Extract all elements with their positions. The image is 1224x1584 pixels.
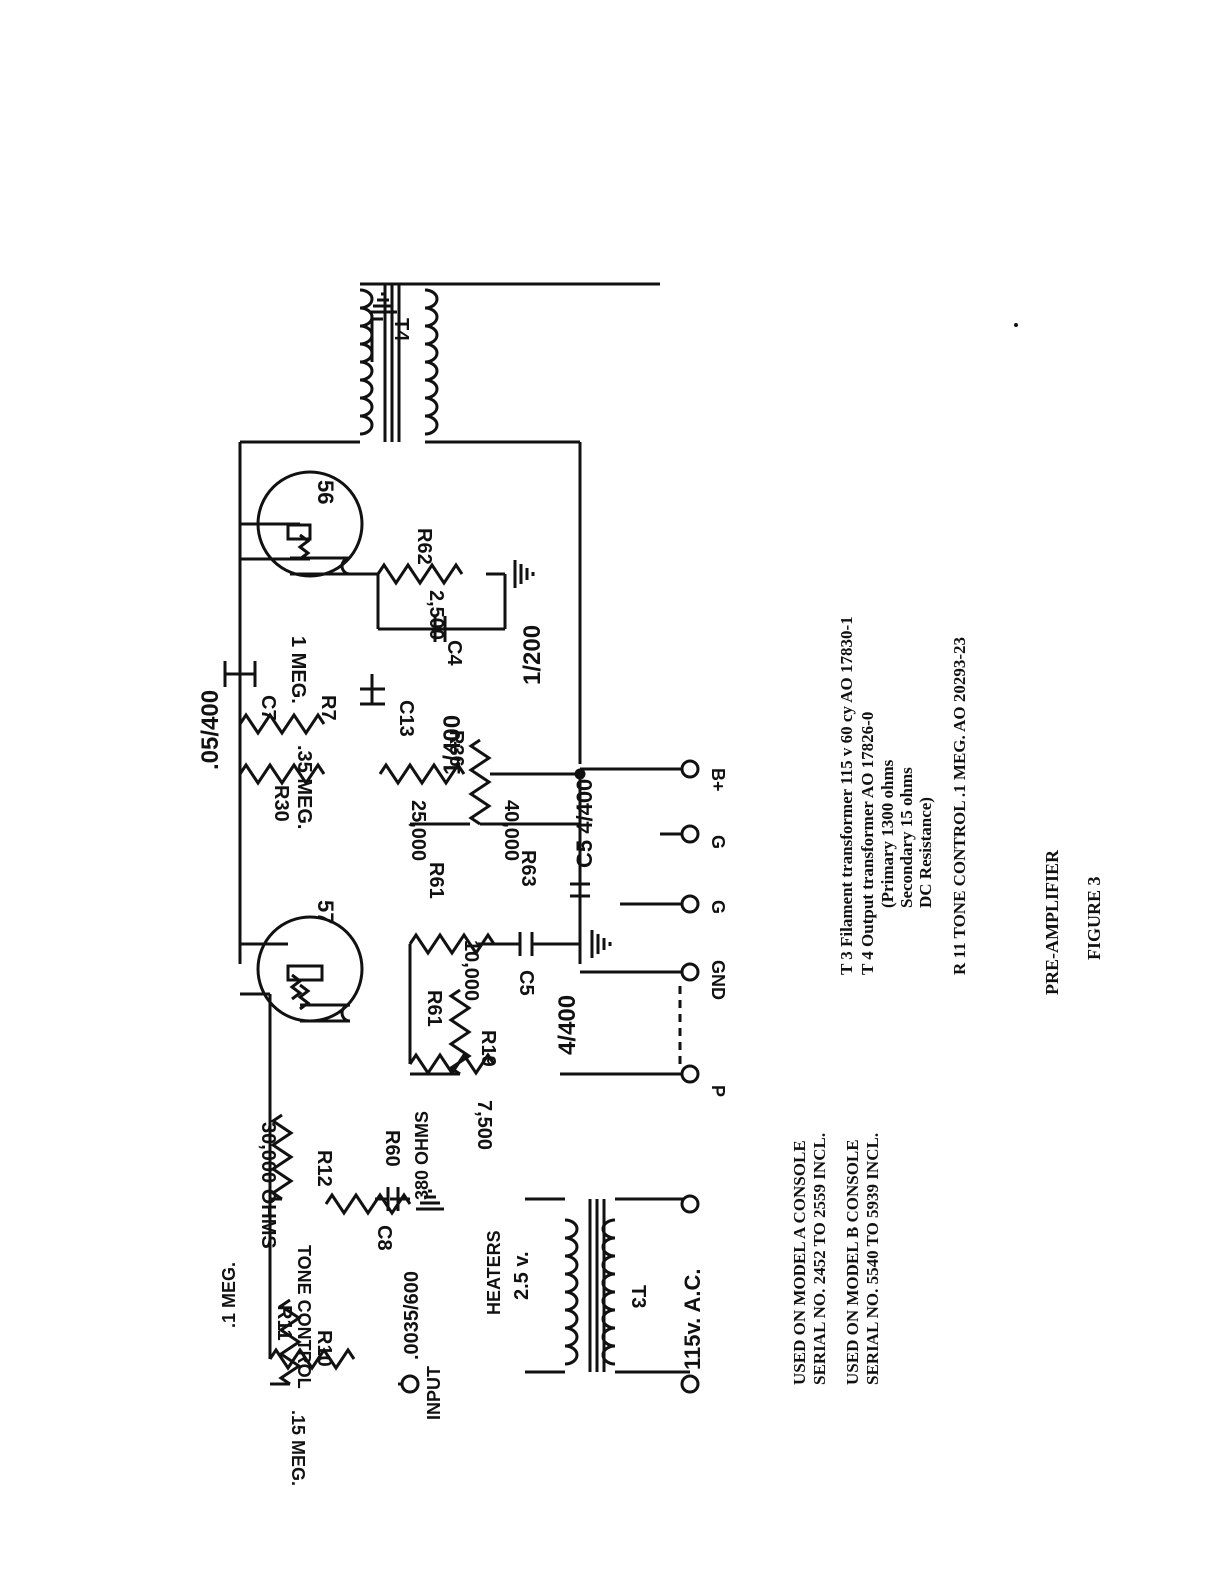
capacitor-c7 (223, 661, 257, 687)
c13-value-label: 1/400 (439, 715, 466, 775)
terminal-g1-label: G (708, 900, 728, 914)
r62-value-label: 2,500 (425, 590, 447, 640)
speck-mark (1014, 323, 1018, 327)
heater-voltage-label: 2.5 v. (511, 1251, 533, 1300)
terminal-input-label: INPUT (424, 1366, 444, 1420)
ac-input-label: 115v. A.C. (680, 1268, 705, 1370)
tube-57 (240, 915, 364, 1023)
c13-name-label: C13 (395, 700, 417, 737)
c5b-value-label: 4/400 (554, 995, 581, 1055)
r12-name-label: R12 (313, 1150, 335, 1187)
terminal-p-label: P (708, 1085, 728, 1097)
terminal-gnd-label: GND (708, 960, 728, 1000)
c4-name-label: C4 (443, 640, 465, 666)
terminal-row (400, 759, 700, 1394)
r11-name-label: R11 (273, 1305, 295, 1341)
caption-figure: FIGURE 3 (1084, 876, 1104, 960)
terminal-labels: INPUT P GND G G B+ (424, 768, 728, 1420)
r7-name-label: R7 (317, 695, 339, 721)
r62-name-label: R62 (413, 528, 435, 565)
transformer-t3 (525, 1197, 690, 1374)
caption-title: PRE-AMPLIFIER (1042, 849, 1062, 995)
c8-name-label: C8 (373, 1225, 395, 1251)
terminal-g2-label: G (708, 835, 728, 849)
caption-block: PRE-AMPLIFIER FIGURE 3 (1042, 849, 1104, 995)
c7-name-label: C7 (257, 695, 279, 721)
note-model-a-2: SERIAL NO. 2452 TO 2559 INCL. (810, 1133, 829, 1385)
note-secondary: Secondary 15 ohms (897, 767, 916, 908)
r10-name-label: R10 (313, 1330, 335, 1367)
r19-name-label: R19 (477, 1030, 499, 1067)
transformer-t4 (240, 282, 660, 444)
r60-name-label: R60 (381, 1130, 403, 1167)
note-t3: T 3 Filament transformer 115 v 60 cy AO … (837, 616, 856, 975)
t4-name-label: T4 (390, 318, 412, 342)
r7-value-label: 1 MEG. (287, 636, 309, 704)
c4-value-label: 1/200 (519, 625, 546, 685)
schematic-diagram (223, 282, 700, 1394)
r19-value-label: 7,500 (473, 1100, 495, 1150)
c7-value-label: .05/400 (197, 690, 224, 770)
r63-name-label: R63 (517, 850, 539, 887)
r36-value-label: 25,000 (407, 800, 429, 861)
r10-value-label: .15 MEG. (288, 1410, 308, 1486)
note-primary: (Primary 1300 ohms (878, 759, 897, 908)
r30-value-label: .35 MEG. (293, 745, 315, 829)
c5a-label: C5 4/400 (572, 779, 597, 868)
r11-value-label: .1 MEG. (219, 1262, 239, 1328)
notes-block: T 3 Filament transformer 115 v 60 cy AO … (790, 616, 969, 1385)
r61a-name-label: R61 (425, 862, 447, 899)
note-r11: R 11 TONE CONTROL .1 MEG. AO 20293-23 (950, 637, 969, 975)
note-model-a-1: USED ON MODEL A CONSOLE (790, 1140, 809, 1385)
r60-value-label: 380 OHMS (412, 1111, 432, 1200)
heaters-label: HEATERS (484, 1230, 504, 1315)
r30-name-label: R30 (270, 785, 292, 822)
r63-value-label: 40,000 (500, 800, 522, 861)
component-labels: 57 56 .05/400 C7 1 MEG. R7 C13 1/400 R62… (197, 318, 705, 1486)
r36-name-label: R36 (445, 730, 467, 767)
t3-name-label: T3 (627, 1285, 649, 1308)
r61b-name-label: R61 (423, 990, 445, 1027)
r61-value-label: 10,000 (460, 940, 482, 1001)
note-model-b-2: SERIAL NO. 5540 TO 5939 INCL. (863, 1133, 882, 1385)
note-t4: T 4 Output transformer AO 17826-0 (858, 712, 877, 975)
c8-value-label: .0035/600 (401, 1271, 423, 1360)
tone-control-label: TONE CONTROL (294, 1245, 314, 1389)
tube-56-label: 56 (313, 480, 338, 504)
note-model-b-1: USED ON MODEL B CONSOLE (843, 1139, 862, 1385)
terminal-bplus-label: B+ (708, 768, 728, 792)
tube-56 (240, 470, 364, 578)
note-dc-resistance: DC Resistance) (916, 797, 935, 908)
tube-57-label: 57 (313, 900, 338, 924)
c5b-name-label: C5 (515, 970, 537, 996)
r12-value-label: 30,000 OHMS (257, 1122, 279, 1249)
